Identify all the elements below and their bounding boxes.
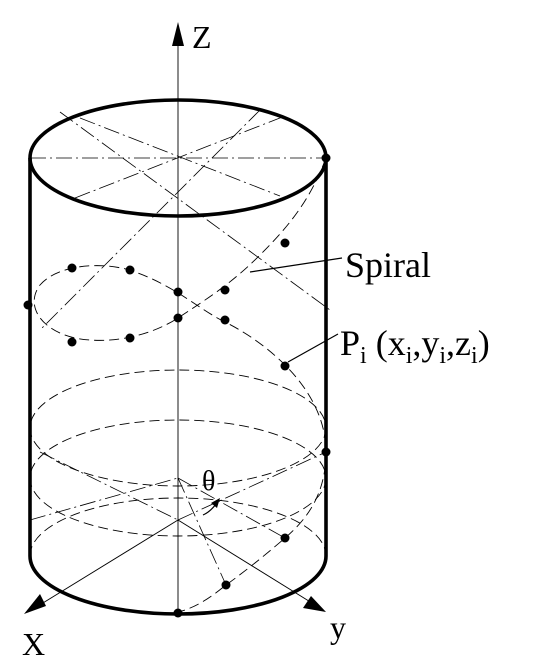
point-Pi-label: Pi (xi,yi,zi) — [340, 323, 490, 369]
spiral-points — [23, 153, 331, 618]
spiral-point — [221, 580, 231, 590]
base-guides — [29, 451, 327, 586]
z-axis-label: Z — [192, 19, 212, 55]
spiral-point — [173, 608, 183, 618]
top-face-guides — [30, 109, 331, 331]
x-axis-arrow — [24, 594, 46, 614]
y-axis-line — [177, 519, 313, 604]
spiral-point — [220, 315, 230, 325]
spiral-point — [67, 263, 77, 273]
spiral-point — [220, 285, 230, 295]
x-axis-label: X — [22, 626, 45, 662]
spiral-point — [173, 287, 183, 297]
spiral-point-Pi — [280, 361, 290, 371]
spiral-point — [67, 337, 77, 347]
spiral-point — [280, 533, 290, 543]
theta-arc-arrow — [211, 498, 220, 508]
bottom-back-edge — [29, 497, 327, 557]
point-leader-line — [287, 333, 339, 363]
y-axis-label: y — [330, 609, 346, 645]
spiral-point — [125, 333, 135, 343]
z-axis-arrow — [172, 22, 184, 46]
x-axis-line — [37, 519, 179, 607]
theta-label: θ — [202, 466, 215, 497]
spiral-point — [280, 238, 290, 248]
spiral-point — [173, 313, 183, 323]
spiral-point — [23, 300, 33, 310]
y-axis-arrow — [303, 596, 326, 612]
spiral-point — [321, 447, 331, 457]
spiral-point — [321, 153, 331, 163]
spiral-label: Spiral — [345, 245, 431, 285]
spiral-point — [125, 265, 135, 275]
spiral-leader-line — [249, 257, 343, 273]
